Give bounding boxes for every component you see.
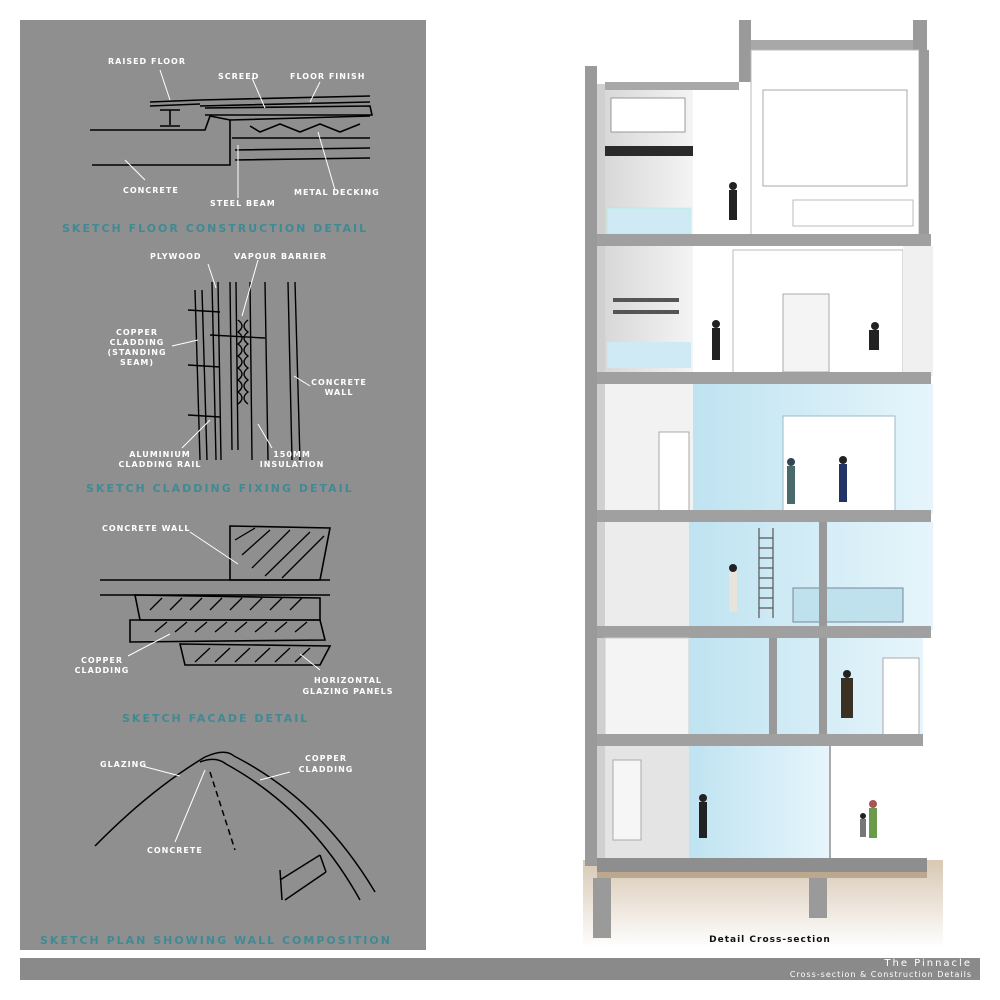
footer-bar: The Pinnacle Cross-section & Constructio… <box>20 958 980 980</box>
outer-wall-left <box>585 66 597 866</box>
label-copper-2: CLADDING <box>74 666 130 675</box>
label-metal-decking: METAL DECKING <box>294 188 380 197</box>
label-steel-beam: STEEL BEAM <box>210 199 276 208</box>
balustrade-level3 <box>792 587 904 623</box>
label-copper-cladding-3: (STANDING <box>107 348 167 357</box>
label-copper-cladding-2: CLADDING <box>109 338 165 347</box>
stair-tower-5 <box>903 246 933 376</box>
label-vapour-barrier: VAPOUR BARRIER <box>234 252 328 261</box>
edge-level1 <box>829 746 831 864</box>
shelf-5a <box>613 298 679 302</box>
label-raised-floor: RAISED FLOOR <box>108 57 187 66</box>
label-aluminium-1: ALUMINIUM <box>129 450 191 459</box>
facade-sketch <box>100 525 332 671</box>
furniture-top <box>792 199 914 227</box>
parapet-left <box>739 20 751 82</box>
label-copper-cladding-1: COPPER <box>115 328 159 337</box>
label-concrete-plan: CONCRETE <box>147 846 203 855</box>
label-copper-1: COPPER <box>80 656 124 665</box>
roof-slab <box>751 40 923 50</box>
glass-balustrade-level6 <box>606 207 692 235</box>
sketch-panel: RAISED FLOOR SCREED FLOOR FINISH CONCRET… <box>20 20 426 950</box>
label-concrete: CONCRETE <box>123 186 179 195</box>
wardrobe-level1 <box>612 759 642 841</box>
people <box>699 182 879 838</box>
window-level6 <box>610 97 686 133</box>
label-copper-cladding-b: CLADDING <box>298 765 354 774</box>
cladding-fixing-sketch <box>171 259 311 461</box>
label-glazing-2: GLAZING PANELS <box>302 687 394 696</box>
pile-left <box>593 878 611 938</box>
label-insulation-2: INSULATION <box>259 460 325 469</box>
glazing-level1 <box>689 746 829 864</box>
kitchen-unit-level6 <box>605 146 693 156</box>
wall-composition-sketch <box>94 751 376 901</box>
glass-balustrade-level5 <box>607 342 691 368</box>
screen-top <box>762 89 908 187</box>
label-insulation-1: 150MM <box>273 450 311 459</box>
door-level5 <box>782 293 830 373</box>
sketch4-title: SKETCH PLAN SHOWING WALL COMPOSITION <box>40 934 392 947</box>
roof-slab-low <box>605 82 739 90</box>
room-level3-left <box>605 522 689 630</box>
wall-lining-left <box>597 84 605 860</box>
label-copper-cladding-a: COPPER <box>304 754 348 763</box>
label-plywood: PLYWOOD <box>150 252 202 261</box>
slab-5 <box>597 234 931 246</box>
label-concrete-wall: CONCRETE WALL <box>102 524 191 533</box>
wall-right-top <box>919 50 929 240</box>
label-concrete-wall-2: WALL <box>324 388 354 397</box>
slab-1 <box>597 734 923 746</box>
floor-construction-sketch <box>90 69 373 198</box>
label-floor-finish: FLOOR FINISH <box>290 72 366 81</box>
label-copper-cladding-4: SEAM) <box>119 358 155 367</box>
label-concrete-wall-1: CONCRETE <box>311 378 367 387</box>
label-aluminium-2: CLADDING RAIL <box>118 460 202 469</box>
label-glazing-1: HORIZONTAL <box>313 676 383 685</box>
stack-level4 <box>658 431 690 515</box>
sketch1-title: SKETCH FLOOR CONSTRUCTION DETAIL <box>62 222 369 235</box>
slab-4 <box>597 372 931 384</box>
sketch2-title: SKETCH CLADDING FIXING DETAIL <box>86 482 354 495</box>
room-level2-left <box>604 637 690 745</box>
label-screed: SCREED <box>218 72 260 81</box>
stair-level2 <box>882 657 920 739</box>
label-glazing: GLAZING <box>100 760 147 769</box>
footer-title: The Pinnacle <box>884 958 972 969</box>
slab-3 <box>597 510 931 522</box>
section-caption: Detail Cross-section <box>709 935 831 945</box>
building-cross-section <box>583 20 943 948</box>
pile-right <box>809 878 827 918</box>
ground-slab <box>597 858 927 872</box>
insulation-layer <box>597 872 927 878</box>
slab-2 <box>597 626 931 638</box>
shelf-5b <box>613 310 679 314</box>
column-level3 <box>819 522 827 630</box>
sketch3-title: SKETCH FACADE DETAIL <box>122 712 310 725</box>
footer-subtitle: Cross-section & Construction Details <box>789 970 972 979</box>
